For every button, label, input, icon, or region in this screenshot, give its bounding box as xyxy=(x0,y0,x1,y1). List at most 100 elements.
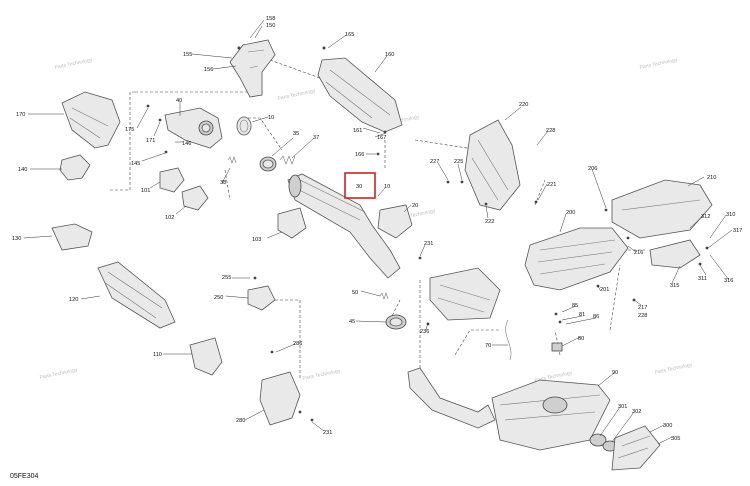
callout-label[interactable]: 110 xyxy=(153,352,162,358)
callout-label[interactable]: 158 xyxy=(266,16,275,22)
callout-label[interactable]: 231 xyxy=(323,430,332,436)
callout-label[interactable]: 80 xyxy=(578,336,584,342)
gasket-10[interactable] xyxy=(236,116,252,136)
callout-label[interactable]: 146 xyxy=(182,141,191,147)
callout-label[interactable]: 145 xyxy=(131,161,140,167)
bracket-110[interactable] xyxy=(189,337,223,376)
shield-210[interactable] xyxy=(611,179,713,239)
callout-label[interactable]: 315 xyxy=(670,283,679,289)
grommet-80[interactable] xyxy=(551,342,563,352)
callout-label[interactable]: 165 xyxy=(345,32,354,38)
callout-label[interactable]: 206 xyxy=(588,166,597,172)
callout-label[interactable]: 228 xyxy=(638,313,647,319)
callout-label[interactable]: 167 xyxy=(377,135,386,141)
bracket-150[interactable] xyxy=(229,39,276,98)
shield-120[interactable] xyxy=(97,261,176,329)
pipe-30[interactable] xyxy=(287,173,401,279)
callout-label[interactable]: 150 xyxy=(266,23,275,29)
manifold-40[interactable] xyxy=(164,107,223,149)
callout-label[interactable]: 222 xyxy=(485,219,494,225)
callout-label[interactable]: 227 xyxy=(430,159,439,165)
callout-label[interactable]: 160 xyxy=(385,52,394,58)
callout-label[interactable]: 130 xyxy=(12,236,21,242)
callout-label[interactable]: 50 xyxy=(352,290,358,296)
callout-label[interactable]: 286 xyxy=(293,341,302,347)
spring-50[interactable] xyxy=(379,292,389,300)
callout-label[interactable]: 170 xyxy=(16,112,25,118)
clamp-101[interactable] xyxy=(159,167,185,193)
callout-label[interactable]: 120 xyxy=(69,297,78,303)
callout-label[interactable]: 316 xyxy=(724,278,733,284)
callout-label[interactable]: 305 xyxy=(671,436,680,442)
callout-label[interactable]: 210 xyxy=(707,175,716,181)
callout-label[interactable]: 310 xyxy=(726,212,735,218)
bracket-103[interactable] xyxy=(277,207,307,239)
callout-label[interactable]: 228 xyxy=(546,128,555,134)
callout-label[interactable]: 20 xyxy=(412,203,418,209)
callout-label[interactable]: 200 xyxy=(566,210,575,216)
ring-301[interactable] xyxy=(589,433,607,447)
spring-38[interactable] xyxy=(227,156,237,164)
callout-label[interactable]: 10 xyxy=(384,184,390,190)
callout-label[interactable]: 161 xyxy=(353,128,362,134)
callout-label[interactable]: 300 xyxy=(663,423,672,429)
shield-130[interactable] xyxy=(51,223,93,251)
callout-label[interactable]: 38 xyxy=(220,180,226,186)
callout-label[interactable]: 35 xyxy=(293,131,299,137)
callout-label[interactable]: 140 xyxy=(18,167,27,173)
bracket-280[interactable] xyxy=(259,371,301,426)
sensor-70[interactable] xyxy=(505,319,512,361)
callout-label[interactable]: 45 xyxy=(349,319,355,325)
heat-shield-220[interactable] xyxy=(464,119,521,211)
bracket-250[interactable] xyxy=(247,285,276,311)
callout-label[interactable]: 231 xyxy=(424,241,433,247)
shield-236[interactable] xyxy=(429,267,501,321)
callout-label[interactable]: 217 xyxy=(638,305,647,311)
callout-label[interactable]: 225 xyxy=(454,159,463,165)
callout-label[interactable]: 101 xyxy=(141,188,150,194)
callout-label[interactable]: 317 xyxy=(733,228,742,234)
callout-label[interactable]: 86 xyxy=(593,314,599,320)
callout-label[interactable]: 171 xyxy=(146,138,155,144)
pipe-80[interactable] xyxy=(407,367,496,429)
callout-label[interactable]: 201 xyxy=(600,287,609,293)
callout-label[interactable]: 166 xyxy=(355,152,364,158)
callout-label[interactable]: 30 xyxy=(356,184,362,190)
callout-label[interactable]: 255 xyxy=(222,275,231,281)
callout-label[interactable]: 221 xyxy=(547,182,556,188)
callout-label[interactable]: 216 xyxy=(634,250,643,256)
callout-label[interactable]: 302 xyxy=(632,409,641,415)
callout-label[interactable]: 311 xyxy=(698,276,707,282)
callout-label[interactable]: 103 xyxy=(252,237,261,243)
muffler-shield-200[interactable] xyxy=(524,227,629,291)
muffler-90[interactable] xyxy=(491,379,611,451)
callout-label[interactable]: 301 xyxy=(618,404,627,410)
callout-label[interactable]: 155 xyxy=(183,52,192,58)
callout-label[interactable]: 40 xyxy=(176,98,182,104)
callout-label[interactable]: 85 xyxy=(572,303,578,309)
callout-label[interactable]: 10 xyxy=(268,115,274,121)
heat-shield-170[interactable] xyxy=(61,91,121,149)
bracket-315[interactable] xyxy=(649,239,701,269)
callout-label[interactable]: 70 xyxy=(485,343,491,349)
callout-label[interactable]: 90 xyxy=(612,370,618,376)
callout-label[interactable]: 312 xyxy=(701,214,710,220)
watermark: Parts Technology xyxy=(39,367,78,381)
callout-label[interactable]: 280 xyxy=(236,418,245,424)
callout-label[interactable]: 250 xyxy=(214,295,223,301)
callout-label[interactable]: 102 xyxy=(165,215,174,221)
heat-shield-160[interactable] xyxy=(317,57,403,133)
flange-20[interactable] xyxy=(377,204,413,239)
callout-label[interactable]: 37 xyxy=(313,135,319,141)
callout-label[interactable]: 236 xyxy=(420,329,429,335)
callout-label[interactable]: 175 xyxy=(125,127,134,133)
callout-label[interactable]: 81 xyxy=(579,312,585,318)
callout-highlight-box xyxy=(344,172,376,199)
shield-140[interactable] xyxy=(59,154,91,181)
callout-label[interactable]: 220 xyxy=(519,102,528,108)
callout-label[interactable]: 156 xyxy=(204,67,213,73)
spring-37[interactable] xyxy=(279,155,296,165)
watermark: Parts Technology xyxy=(54,57,93,71)
clamp-102[interactable] xyxy=(181,185,209,211)
